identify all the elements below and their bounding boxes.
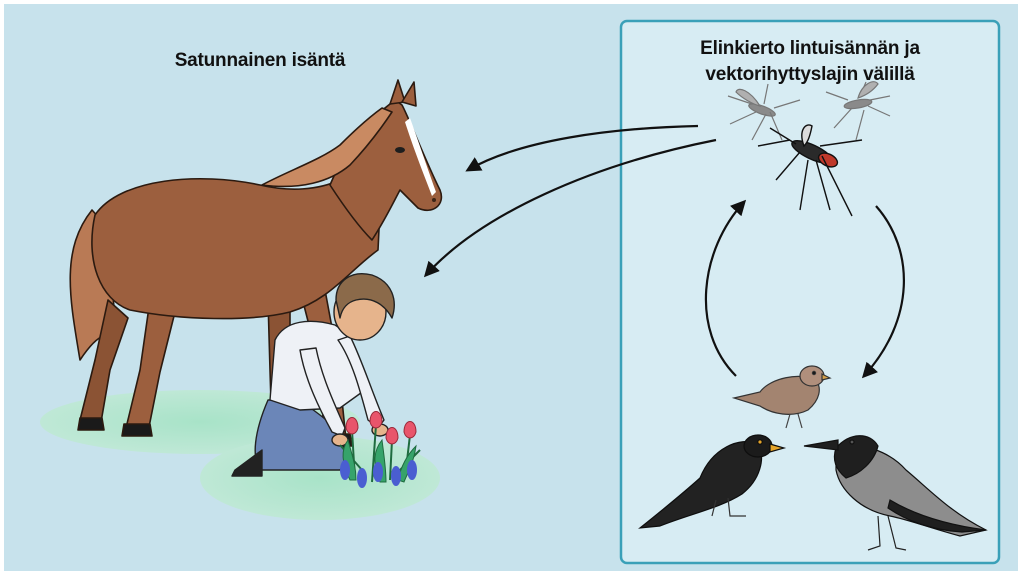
- accidental-host-label: Satunnainen isäntä: [110, 50, 410, 72]
- life-cycle-title: Elinkierto lintuisännän ja vektorihyttys…: [640, 36, 980, 88]
- life-cycle-title-line2: vektorihyttyslajin välillä: [640, 62, 980, 88]
- life-cycle-title-line1: Elinkierto lintuisännän ja: [640, 36, 980, 62]
- life-cycle-box: [621, 21, 999, 563]
